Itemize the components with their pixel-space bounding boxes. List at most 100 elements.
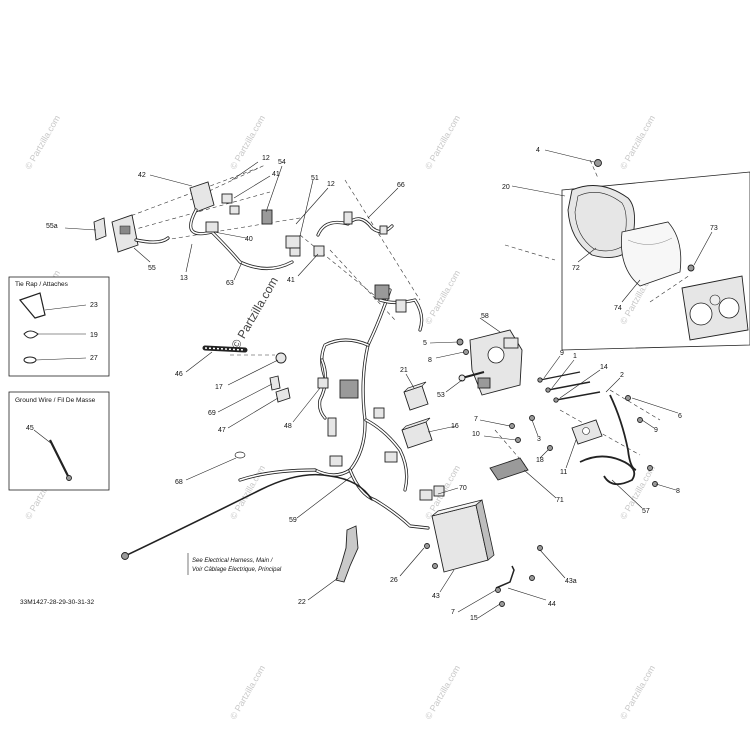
ground-wire-59[interactable] — [121, 473, 373, 560]
callout-42[interactable]: 42 — [138, 172, 146, 179]
callout-69[interactable]: 69 — [208, 410, 216, 417]
callout-5[interactable]: 5 — [423, 340, 427, 347]
callout-23[interactable]: 23 — [90, 302, 98, 309]
ring-68[interactable] — [234, 451, 246, 459]
harness-66[interactable] — [316, 211, 394, 237]
callout-6[interactable]: 6 — [678, 413, 682, 420]
callout-63[interactable]: 63 — [226, 280, 234, 287]
relay-21[interactable] — [403, 381, 429, 411]
connector-70[interactable] — [419, 485, 445, 501]
callout-48[interactable]: 48 — [284, 423, 292, 430]
callout-20[interactable]: 20 — [502, 184, 510, 191]
callout-11[interactable]: 11 — [560, 469, 567, 476]
callout-54[interactable]: 54 — [278, 159, 286, 166]
reference-note: See Electrical Harness, Main / Voir Câbl… — [186, 553, 296, 575]
callout-71[interactable]: 71 — [556, 497, 564, 504]
callout-55a[interactable]: 55a — [46, 223, 58, 230]
ground-wire-45[interactable] — [49, 439, 72, 481]
callout-55[interactable]: 55 — [148, 265, 156, 272]
callout-59[interactable]: 59 — [289, 517, 297, 524]
bracket-44[interactable] — [495, 565, 515, 607]
callout-45[interactable]: 45 — [26, 425, 34, 432]
callout-18[interactable]: 18 — [536, 457, 544, 464]
grommet-17[interactable] — [275, 352, 287, 364]
tie-rap-23[interactable] — [18, 292, 46, 319]
callout-68[interactable]: 68 — [175, 479, 183, 486]
gauge-cluster-74[interactable] — [681, 275, 749, 341]
callout-21[interactable]: 21 — [400, 367, 408, 374]
screw-73[interactable] — [687, 264, 695, 272]
callout-16[interactable]: 16 — [451, 423, 459, 430]
nut-43a[interactable] — [529, 545, 543, 581]
module-71[interactable] — [489, 457, 529, 481]
watermark-9: © Partzilla.com — [228, 463, 267, 521]
callout-44[interactable]: 44 — [548, 601, 556, 608]
lens-74[interactable] — [621, 221, 682, 287]
callout-22[interactable]: 22 — [298, 599, 306, 606]
callout-41a[interactable]: 41 — [272, 171, 280, 178]
sensor-bracket-18[interactable] — [571, 419, 603, 445]
callout-15[interactable]: 15 — [470, 615, 478, 622]
callout-47[interactable]: 47 — [218, 427, 226, 434]
small-parts-7-3-10[interactable] — [509, 415, 553, 451]
handlebar-switch-55[interactable] — [111, 214, 170, 253]
harness-42[interactable] — [189, 181, 294, 271]
connector-51[interactable] — [285, 235, 301, 257]
callout-4[interactable]: 4 — [536, 147, 540, 154]
callout-74[interactable]: 74 — [614, 305, 622, 312]
sensor-69[interactable] — [269, 375, 281, 391]
cable-57[interactable] — [579, 394, 637, 486]
callout-10[interactable]: 10 — [472, 431, 480, 438]
connector-40[interactable] — [205, 221, 219, 233]
shaft-53[interactable] — [458, 371, 485, 382]
main-harness[interactable] — [238, 284, 430, 530]
screw-4[interactable] — [594, 159, 602, 167]
callout-66[interactable]: 66 — [397, 182, 405, 189]
connector-41b[interactable] — [313, 245, 325, 257]
callout-41b[interactable]: 41 — [287, 277, 295, 284]
callout-17[interactable]: 17 — [215, 384, 223, 391]
callout-13[interactable]: 13 — [180, 275, 188, 282]
fuse-box-16[interactable] — [401, 417, 433, 449]
callout-58[interactable]: 58 — [481, 313, 489, 320]
bolts-9-1-14[interactable] — [537, 371, 601, 403]
heater-element-46[interactable] — [202, 345, 248, 353]
clip-47[interactable] — [275, 387, 291, 403]
throttle-body-58[interactable] — [469, 329, 523, 396]
callout-8b[interactable]: 8 — [676, 488, 680, 495]
connector-41[interactable] — [221, 193, 240, 215]
callout-3[interactable]: 3 — [537, 436, 541, 443]
callout-19[interactable]: 19 — [90, 332, 98, 339]
callout-26[interactable]: 26 — [390, 577, 398, 584]
callout-57[interactable]: 57 — [642, 508, 650, 515]
callout-7a[interactable]: 7 — [474, 416, 478, 423]
screws-26[interactable] — [424, 543, 438, 569]
callout-1[interactable]: 1 — [573, 353, 577, 360]
washers-6-9-8[interactable] — [625, 395, 658, 487]
callout-2[interactable]: 2 — [620, 372, 624, 379]
callout-43[interactable]: 43 — [432, 593, 440, 600]
callout-9b[interactable]: 9 — [654, 427, 658, 434]
callout-9a[interactable]: 9 — [560, 350, 564, 357]
callout-51[interactable]: 51 — [311, 175, 319, 182]
connector-48[interactable] — [317, 358, 329, 420]
callout-46[interactable]: 46 — [175, 371, 183, 378]
callout-40[interactable]: 40 — [245, 236, 253, 243]
callout-72[interactable]: 72 — [572, 265, 580, 272]
connector-54[interactable] — [261, 209, 273, 225]
tie-rap-title: Tie Rap / Attaches — [15, 281, 69, 288]
bracket-22[interactable] — [335, 525, 359, 583]
callout-70[interactable]: 70 — [459, 485, 467, 492]
callout-73[interactable]: 73 — [710, 225, 718, 232]
callout-12a[interactable]: 12 — [262, 155, 270, 162]
callout-7b[interactable]: 7 — [451, 609, 455, 616]
callout-27[interactable]: 27 — [90, 355, 98, 362]
callout-14[interactable]: 14 — [600, 364, 608, 371]
clamp-55a[interactable] — [93, 217, 107, 241]
watermark-6: © Partzilla.com — [423, 268, 462, 326]
callout-53[interactable]: 53 — [437, 392, 445, 399]
callout-12b[interactable]: 12 — [327, 181, 335, 188]
ecm-box-43[interactable] — [431, 499, 495, 573]
callout-8a[interactable]: 8 — [428, 357, 432, 364]
callout-43a[interactable]: 43a — [565, 578, 577, 585]
